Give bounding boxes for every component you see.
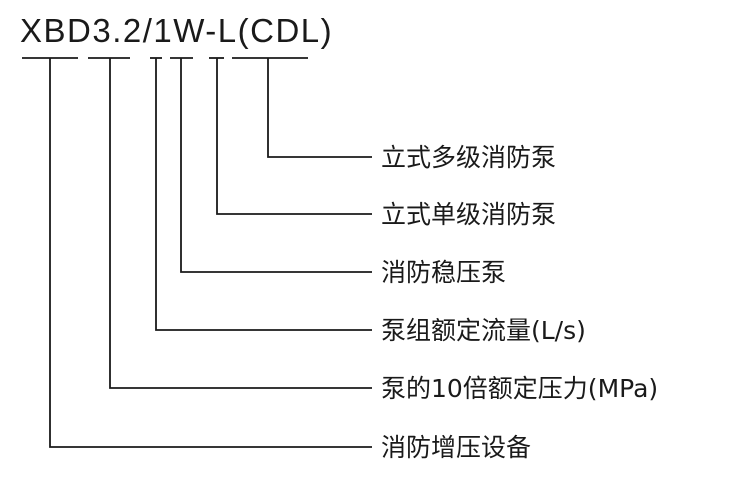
label-booster-equipment: 消防增压设备	[381, 433, 532, 462]
leader-xbd	[49, 58, 372, 448]
leader-flow	[155, 58, 372, 331]
label-vertical-multistage-pump: 立式多级消防泵	[381, 143, 557, 172]
leader-cdl	[267, 58, 372, 158]
leader-w	[180, 58, 372, 273]
leader-l	[216, 58, 372, 215]
label-rated-flow: 泵组额定流量(L/s)	[381, 316, 586, 345]
label-pressure-stabilizing-pump: 消防稳压泵	[381, 258, 507, 287]
leader-pressure	[109, 58, 372, 389]
model-code: XBD3.2/1W-L(CDL)	[20, 12, 334, 49]
label-vertical-single-stage-pump: 立式单级消防泵	[381, 200, 557, 229]
label-rated-pressure: 泵的10倍额定压力(MPa)	[381, 374, 659, 403]
